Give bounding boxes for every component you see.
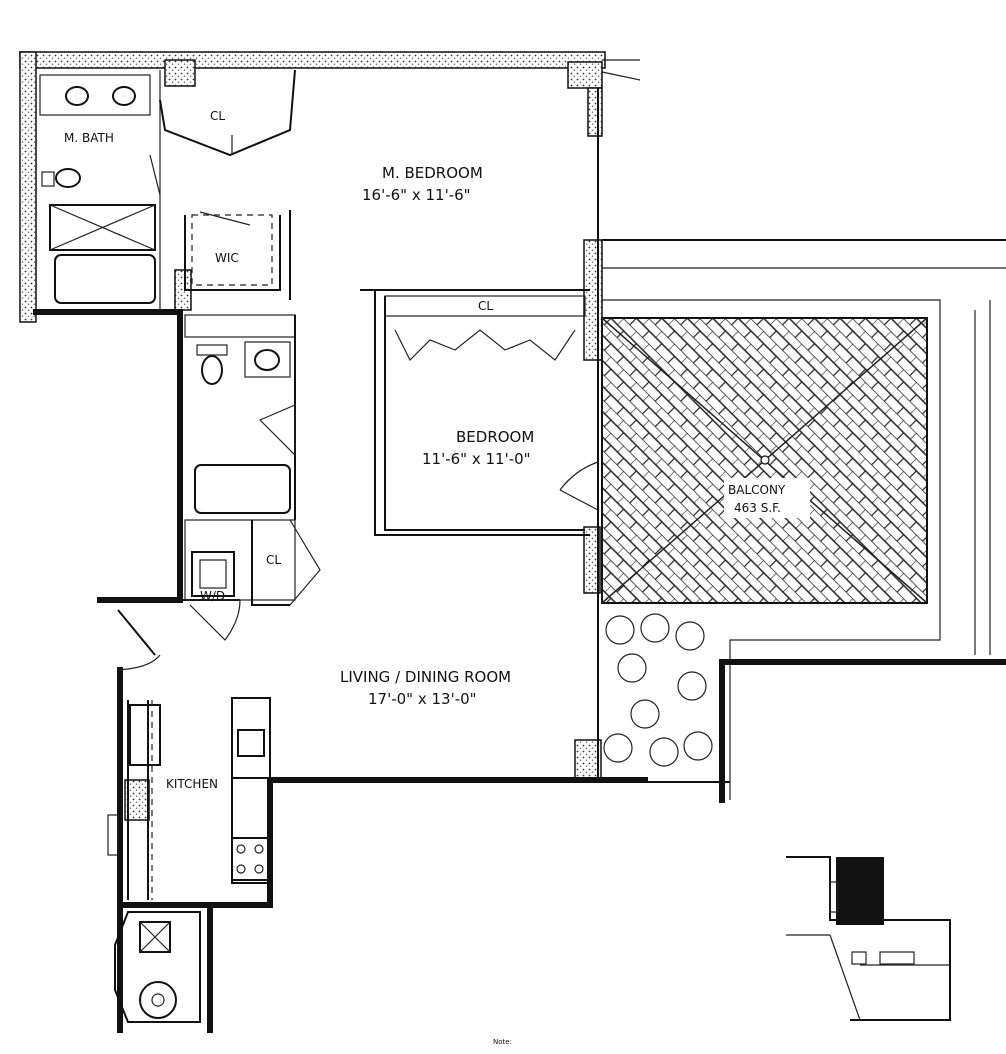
laundry-closet [189,519,321,641]
mechanical-unit-icon [139,921,171,953]
master-bath-label: M. BATH [64,131,114,145]
living-dining-size: 17'-0" x 13'-0" [368,690,477,708]
closet-bedroom-label: CL [478,299,493,313]
sink-icon [112,86,136,106]
bedroom-walls [374,290,599,536]
sink-icon [237,729,265,757]
closets [159,69,590,362]
key-plan-unit-highlight [836,857,884,925]
walk-in-closet-label: WIC [215,251,239,265]
refrigerator-icon [129,704,161,766]
washer-dryer-label: W/D [200,589,225,603]
balcony-area: 463 S.F. [734,501,781,515]
balcony [601,239,1006,803]
planters [598,613,730,783]
walls [33,88,648,1033]
bedroom-label: BEDROOM [456,428,534,446]
balcony-label: BALCONY [728,483,786,497]
bathtub-icon [54,254,156,304]
washer-dryer-icon [191,551,235,597]
kitchen-fixtures [107,697,271,900]
water-heater-icon [139,981,177,1019]
hall-bath-fixtures [184,314,296,601]
living-dining-label: LIVING / DINING ROOM [340,668,511,686]
toilet-icon [201,355,223,385]
entry-door [117,609,161,671]
sink-icon [65,86,89,106]
kitchen-label: KITCHEN [166,777,218,791]
room-labels: M. BATH CL M. BEDROOM 16'-6" x 11'-6" WI… [64,109,786,1046]
sink-icon [254,349,280,371]
closet-master-label: CL [210,109,225,123]
bedroom-size: 11'-6" x 11'-0" [422,450,531,468]
stove-icon [231,837,269,881]
toilet-icon [55,168,81,188]
shower-icon [49,204,156,251]
key-plan [786,856,951,1021]
bathtub-icon [194,464,291,514]
note-label: Note: [493,1038,512,1046]
exterior-walls [19,51,641,821]
master-bath-fixtures [39,70,161,310]
hall-closet-label: CL [266,553,281,567]
mechanical-area [114,911,201,1023]
master-bedroom-label: M. BEDROOM [382,164,483,182]
master-bedroom-size: 16'-6" x 11'-6" [362,186,471,204]
